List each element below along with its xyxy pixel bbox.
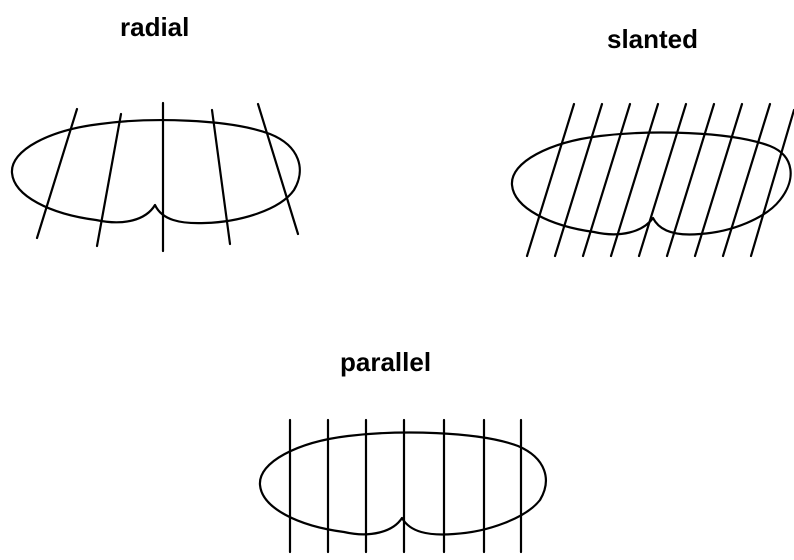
parallel-lens-outline [258,431,547,536]
radial-lens-outline [10,119,301,225]
radial-line [95,112,123,248]
radial-diagram [10,101,301,253]
slanted-line [609,102,660,258]
slanted-line [721,102,772,258]
label-parallel: parallel [340,347,432,377]
parallel-diagram [258,418,547,554]
slanted-line [637,102,688,258]
radial-line [210,108,232,246]
label-slanted: slanted [607,24,699,54]
slanted-line [525,102,576,258]
radial-line [35,107,79,240]
slanted-line [665,102,716,258]
radial-line [256,102,300,236]
slanted-line [693,102,744,258]
label-radial: radial [120,12,190,42]
slanted-line [553,102,604,258]
slanted-diagram [510,102,794,258]
slanted-line [749,108,794,258]
slanted-line [581,102,632,258]
